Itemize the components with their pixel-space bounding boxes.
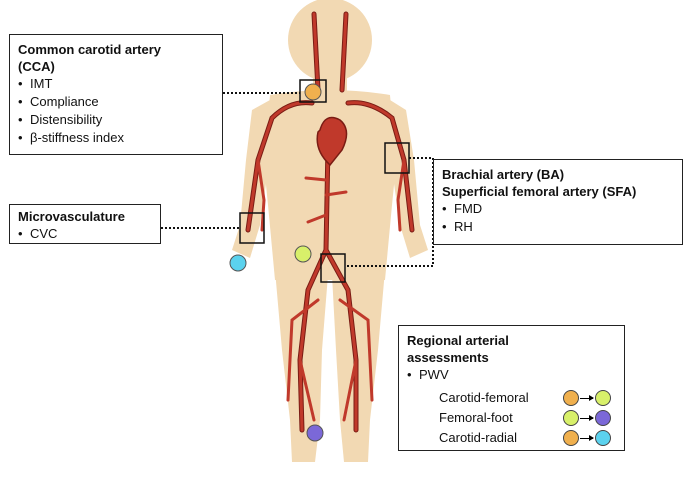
pwv-row-carotid-femoral: Carotid-femoral (439, 390, 529, 406)
carotid-dot (305, 84, 321, 100)
femoral-dot-legend (595, 390, 611, 406)
cca-item: β-stiffness index (18, 129, 214, 147)
carotid-dot-legend (563, 390, 579, 406)
carotid-dot-legend (563, 430, 579, 446)
foot-dot-legend (595, 410, 611, 426)
femoral-dot (295, 246, 311, 262)
cca-list: IMT Compliance Distensibility β-stiffnes… (18, 75, 214, 147)
ba-title-line2: Superficial femoral artery (SFA) (442, 183, 674, 200)
cca-title-line2: (CCA) (18, 58, 214, 75)
micro-title: Microvasculature (18, 208, 152, 225)
micro-item: CVC (18, 225, 152, 243)
radial-dot-legend (595, 430, 611, 446)
cca-item: IMT (18, 75, 214, 93)
arrow-icon (580, 398, 593, 399)
pwv-row-carotid-radial: Carotid-radial (439, 430, 517, 446)
regional-title-line2: assessments (407, 349, 616, 366)
cca-title-line1: Common carotid artery (18, 41, 214, 58)
femoral-dot-legend (563, 410, 579, 426)
regional-box: Regional arterial assessments PWV Caroti… (398, 325, 625, 451)
ba-item: RH (442, 218, 674, 236)
micro-list: CVC (18, 225, 152, 243)
pwv-item: PWV (407, 366, 616, 384)
pwv-row-femoral-foot: Femoral-foot (439, 410, 513, 426)
cca-item: Distensibility (18, 111, 214, 129)
ba-item: FMD (442, 200, 674, 218)
regional-list: PWV (407, 366, 616, 384)
cca-box: Common carotid artery (CCA) IMT Complian… (9, 34, 223, 155)
radial-dot (230, 255, 246, 271)
ba-list: FMD RH (442, 200, 674, 236)
microvasculature-box: Microvasculature CVC (9, 204, 161, 244)
foot-dot (307, 425, 323, 441)
ba-sfa-box: Brachial artery (BA) Superficial femoral… (433, 159, 683, 245)
cca-item: Compliance (18, 93, 214, 111)
ba-title-line1: Brachial artery (BA) (442, 166, 674, 183)
arrow-icon (580, 418, 593, 419)
regional-title-line1: Regional arterial (407, 332, 616, 349)
arrow-icon (580, 438, 593, 439)
